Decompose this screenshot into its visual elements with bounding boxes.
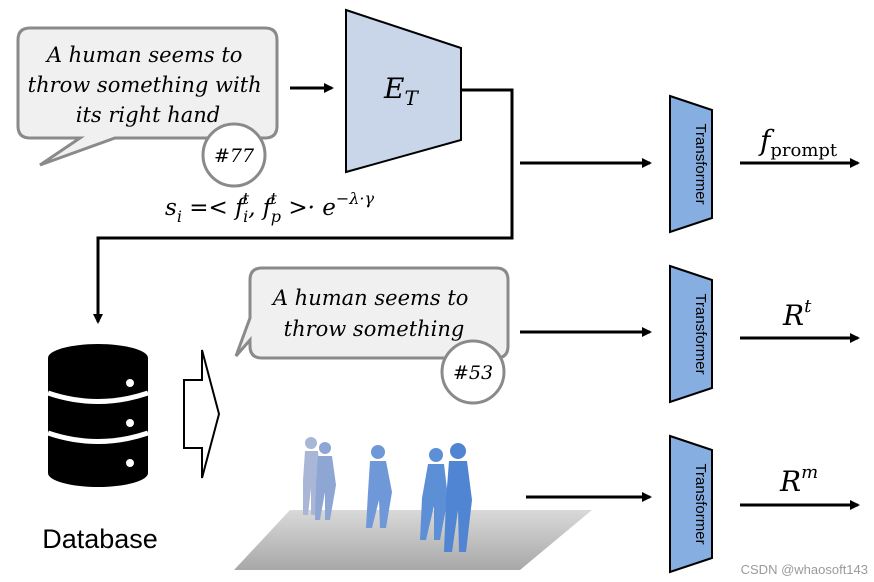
badge-77-circle <box>201 122 267 188</box>
transformer-top: Transformer <box>669 94 713 234</box>
output-label-fprompt: fprompt <box>758 124 838 161</box>
transformer-bot: Transformer <box>669 434 713 574</box>
database-icon <box>47 344 149 487</box>
badge-53-circle <box>440 339 506 405</box>
watermark-text: CSDN @whaosoft143 <box>741 562 868 577</box>
transformer-mid-label: Transformer <box>692 293 709 374</box>
badge-53-text: #53 <box>453 362 493 384</box>
output-label-rt: Rt <box>782 296 812 332</box>
bubble-top-line-3: its right hand <box>76 103 220 127</box>
database-label: Database <box>42 524 158 554</box>
prompt-bubble-top: A human seems to throw something with it… <box>16 26 279 188</box>
bubble-mid-line-1: A human seems to <box>271 286 469 310</box>
bubble-top-line-2: throw something with <box>28 73 262 97</box>
encoder-label: ET <box>383 72 419 110</box>
svg-text:A human seems to throw s: A human seems to throw something <box>271 286 475 341</box>
transformer-mid: Transformer <box>669 264 713 404</box>
output-label-rm: Rm <box>779 462 818 498</box>
badge-77-text: #77 <box>214 145 255 167</box>
encoder-block: ET <box>345 8 462 174</box>
svg-text:A human seems to throw s: A human seems to throw something with it… <box>28 43 269 127</box>
human-figure-icon-5 <box>444 443 472 552</box>
connector-encoder-to-database <box>93 88 514 324</box>
hollow-arrow-icon <box>183 349 221 479</box>
human-figure-icon-3 <box>366 445 392 528</box>
bubble-mid-line-2: throw something <box>284 317 465 341</box>
motion-scene <box>234 437 592 570</box>
transformer-top-label: Transformer <box>692 123 709 204</box>
prompt-bubble-mid: A human seems to throw something #53 <box>234 266 510 405</box>
transformer-bot-label: Transformer <box>692 463 709 544</box>
human-figure-icon-2 <box>315 442 336 520</box>
motion-floor <box>234 510 592 570</box>
bubble-top-line-1: A human seems to <box>45 43 243 67</box>
human-figure-icon-4 <box>420 448 448 540</box>
